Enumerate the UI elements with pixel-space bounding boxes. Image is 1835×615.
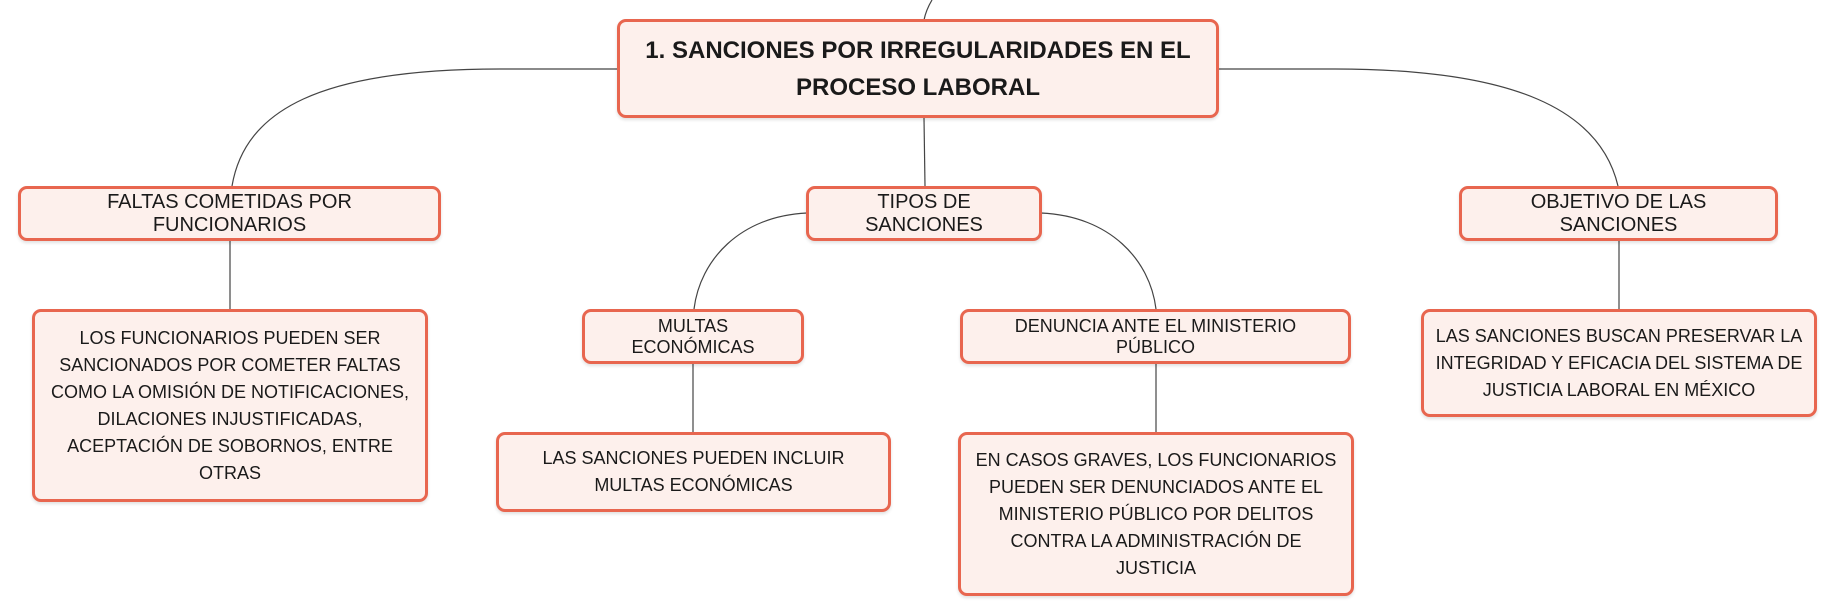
topic-denuncia-label: DENUNCIA ANTE EL MINISTERIO PÚBLICO (1014, 315, 1297, 357)
topic-denuncia[interactable]: DENUNCIA ANTE EL MINISTERIO PÚBLICO (960, 309, 1351, 364)
detail-multas-text: LAS SANCIONES PUEDEN INCLUIR MULTAS ECON… (542, 448, 845, 495)
connector-root-to-tipos (923, 117, 926, 187)
root-topic-label: 1. SANCIONES POR IRREGULARIDADES EN EL P… (645, 36, 1191, 101)
connector-root-to-faltas (231, 68, 618, 187)
connector-tipos-to-multas (693, 212, 808, 310)
connector-tipos-to-denuncia (1040, 212, 1157, 310)
topic-tipos-label: TIPOS DE SANCIONES (865, 190, 983, 236)
topic-faltas[interactable]: FALTAS COMETIDAS POR FUNCIONARIOS (18, 186, 441, 241)
connector-root-to-objetivo (1218, 68, 1619, 187)
root-topic[interactable]: 1. SANCIONES POR IRREGULARIDADES EN EL P… (617, 19, 1219, 118)
detail-multas[interactable]: LAS SANCIONES PUEDEN INCLUIR MULTAS ECON… (496, 432, 891, 512)
connector-parent-to-root (923, 0, 933, 21)
topic-tipos[interactable]: TIPOS DE SANCIONES (806, 186, 1042, 241)
detail-objetivo-text: LAS SANCIONES BUSCAN PRESERVAR LA INTEGR… (1435, 325, 1803, 400)
topic-multas[interactable]: MULTAS ECONÓMICAS (582, 309, 804, 364)
topic-objetivo-label: OBJETIVO DE LAS SANCIONES (1530, 190, 1707, 236)
topic-faltas-label: FALTAS COMETIDAS POR FUNCIONARIOS (107, 190, 352, 236)
topic-objetivo[interactable]: OBJETIVO DE LAS SANCIONES (1459, 186, 1778, 241)
detail-objetivo[interactable]: LAS SANCIONES BUSCAN PRESERVAR LA INTEGR… (1421, 309, 1817, 417)
detail-denuncia-text: EN CASOS GRAVES, LOS FUNCIONARIOS PUEDEN… (975, 449, 1337, 578)
detail-faltas[interactable]: LOS FUNCIONARIOS PUEDEN SER SANCIONADOS … (32, 309, 428, 502)
detail-denuncia[interactable]: EN CASOS GRAVES, LOS FUNCIONARIOS PUEDEN… (958, 432, 1354, 596)
topic-multas-label: MULTAS ECONÓMICAS (631, 315, 755, 357)
detail-faltas-text: LOS FUNCIONARIOS PUEDEN SER SANCIONADOS … (50, 327, 410, 483)
